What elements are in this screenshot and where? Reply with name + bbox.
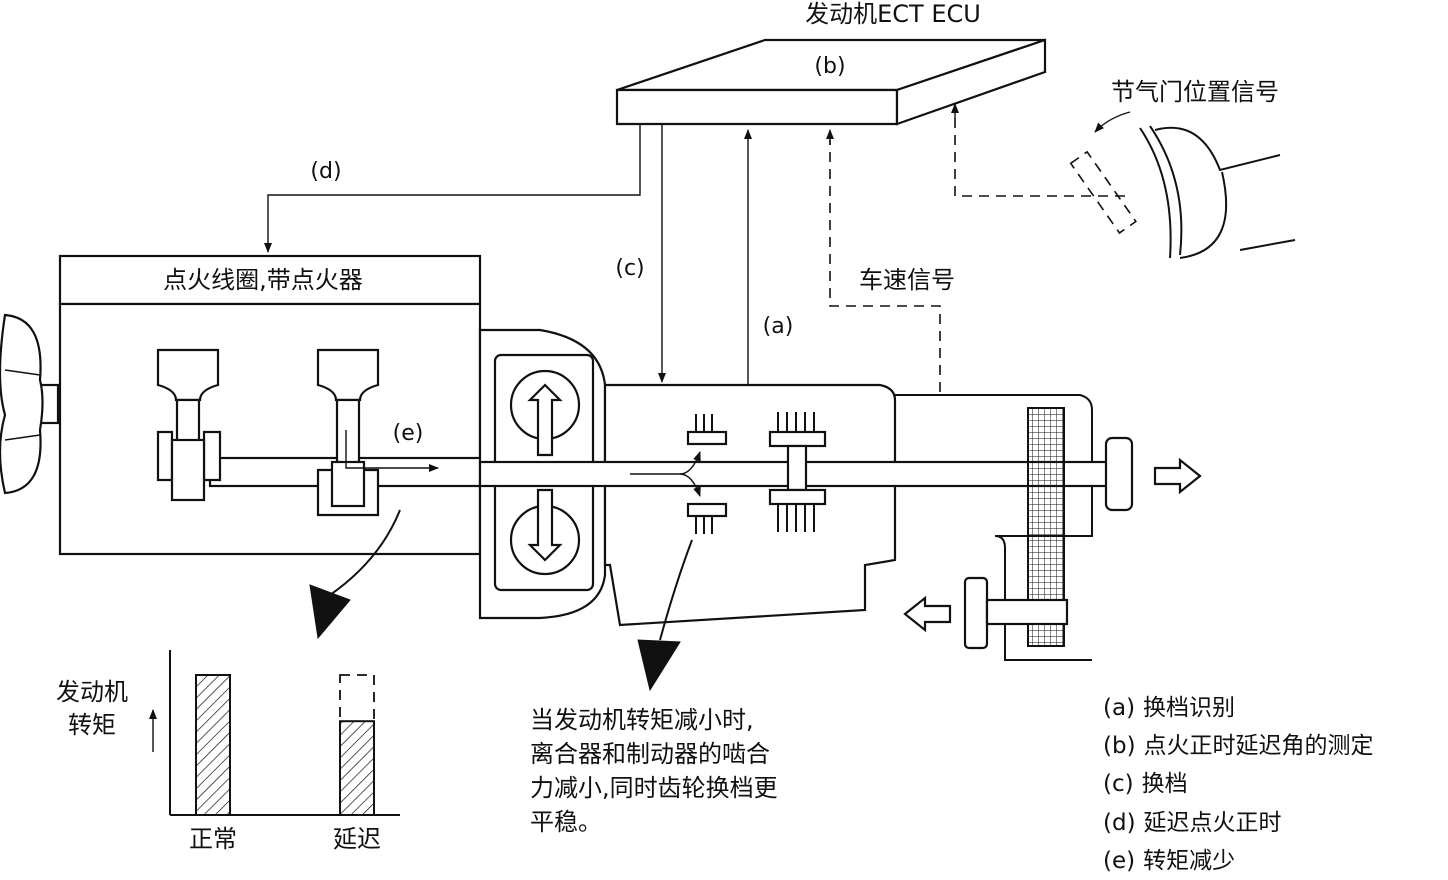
vehicle-speed-line: [829, 140, 941, 392]
chart-ylabel-line2: 转矩: [68, 711, 116, 739]
throttle-signal-line: [954, 110, 1125, 197]
legend-item-c: (c)换档: [1103, 771, 1188, 797]
note-line-4: 平稳。: [530, 808, 602, 836]
clutch-pack-1: [686, 414, 728, 534]
transmission-curved-arrow: [659, 539, 693, 641]
legend-item-d: (d)延迟点火正时: [1103, 810, 1282, 836]
bar-retard: [339, 720, 375, 817]
fan-icon: [0, 313, 60, 495]
flow-arrow-down: [679, 473, 701, 497]
ignition-label: 点火线圈,带点火器: [163, 266, 363, 294]
legend-item-a: (a)换档识别: [1103, 695, 1235, 721]
torque-converter: [478, 328, 607, 620]
gear-wheel: [963, 407, 1134, 650]
ecu-title: 发动机ECT ECU: [805, 0, 981, 28]
signal-d-arrow: [264, 124, 641, 253]
output-right-arrow-icon: [1153, 457, 1202, 495]
torque-chart: 发动机 转矩 正常 延迟: [56, 650, 400, 853]
note-line-3: 力减小,同时齿轮换档更: [530, 774, 778, 802]
vehicle-speed-label: 车速信号: [859, 266, 955, 294]
signal-c-tag: (c): [615, 256, 644, 281]
chart-ylabel-line1: 发动机: [56, 678, 128, 706]
note-text: 当发动机转矩减小时, 离合器和制动器的啮合 力减小,同时齿轮换档更 平稳。: [530, 706, 778, 836]
signal-e-tag: (e): [393, 421, 424, 446]
legend-item-b: (b)点火正时延迟角的测定: [1103, 733, 1374, 759]
engine-block: [58, 254, 482, 556]
signal-e-arrow: [345, 430, 439, 472]
output-left-arrow-icon: [903, 595, 952, 633]
ecu-tag: (b): [814, 54, 845, 79]
ecu-box: [615, 38, 1047, 126]
accelerator-pedal-icon: [1069, 111, 1296, 259]
bar-normal-label: 正常: [189, 825, 237, 853]
bar-normal: [195, 674, 231, 816]
signal-a-tag: (a): [763, 314, 794, 339]
engine-curved-arrow: [329, 509, 401, 596]
throttle-label: 节气门位置信号: [1111, 78, 1279, 106]
piston-1: [156, 348, 222, 502]
piston-2: [316, 348, 380, 517]
bar-retard-label: 延迟: [333, 825, 381, 853]
signal-d-tag: (d): [310, 159, 341, 184]
legend-item-e: (e)转矩减少: [1103, 848, 1235, 874]
clutch-pack-2: [768, 412, 827, 532]
note-line-2: 离合器和制动器的啮合: [530, 740, 770, 768]
note-line-1: 当发动机转矩减小时,: [530, 706, 754, 734]
legend: (a)换档识别 (b)点火正时延迟角的测定 (c)换档 (d)延迟点火正时 (e…: [1103, 695, 1374, 874]
